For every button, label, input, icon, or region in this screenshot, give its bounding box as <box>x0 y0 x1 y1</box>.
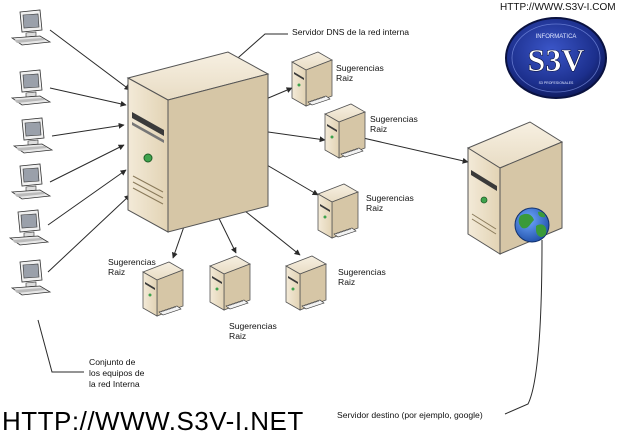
connector <box>47 169 127 226</box>
connector <box>49 29 131 91</box>
destination-server-label: Servidor destino (por ejemplo, google) <box>337 410 483 420</box>
client-connections <box>47 29 131 273</box>
dns-server <box>126 51 270 233</box>
client-computer <box>8 209 50 246</box>
client-computer <box>10 163 52 200</box>
globe-icon <box>514 207 550 243</box>
client-computer <box>10 69 52 106</box>
logo-sub-text: S3 PROFESIONALES <box>539 81 574 85</box>
client-computer <box>12 117 54 154</box>
logo-main-text: S3V <box>528 42 585 78</box>
connector <box>49 87 127 107</box>
client-computer <box>10 259 52 296</box>
root-hint-server <box>291 51 333 107</box>
connector <box>49 144 125 183</box>
root-hint-server <box>209 255 251 311</box>
root-hint-server <box>317 183 359 239</box>
connector <box>349 134 469 164</box>
client-computer <box>10 9 52 46</box>
dns-server-label: Servidor DNS de la red interna <box>292 27 410 37</box>
connector <box>51 122 125 137</box>
root-hint-server <box>285 255 327 311</box>
connector <box>47 194 131 273</box>
s3v-logo: INFORMATICA S3V S3 PROFESIONALES <box>505 17 607 99</box>
destination-server <box>466 121 564 255</box>
bottom-url: HTTP://WWW.S3V-I.NET <box>2 406 304 436</box>
callout-line <box>37 319 84 373</box>
logo-arc-text: INFORMATICA <box>536 34 577 40</box>
root-hint-server <box>142 261 184 317</box>
root-hint-server <box>324 103 366 159</box>
callout-line <box>504 239 543 415</box>
top-url: HTTP://WWW.S3V-I.COM <box>500 2 616 13</box>
